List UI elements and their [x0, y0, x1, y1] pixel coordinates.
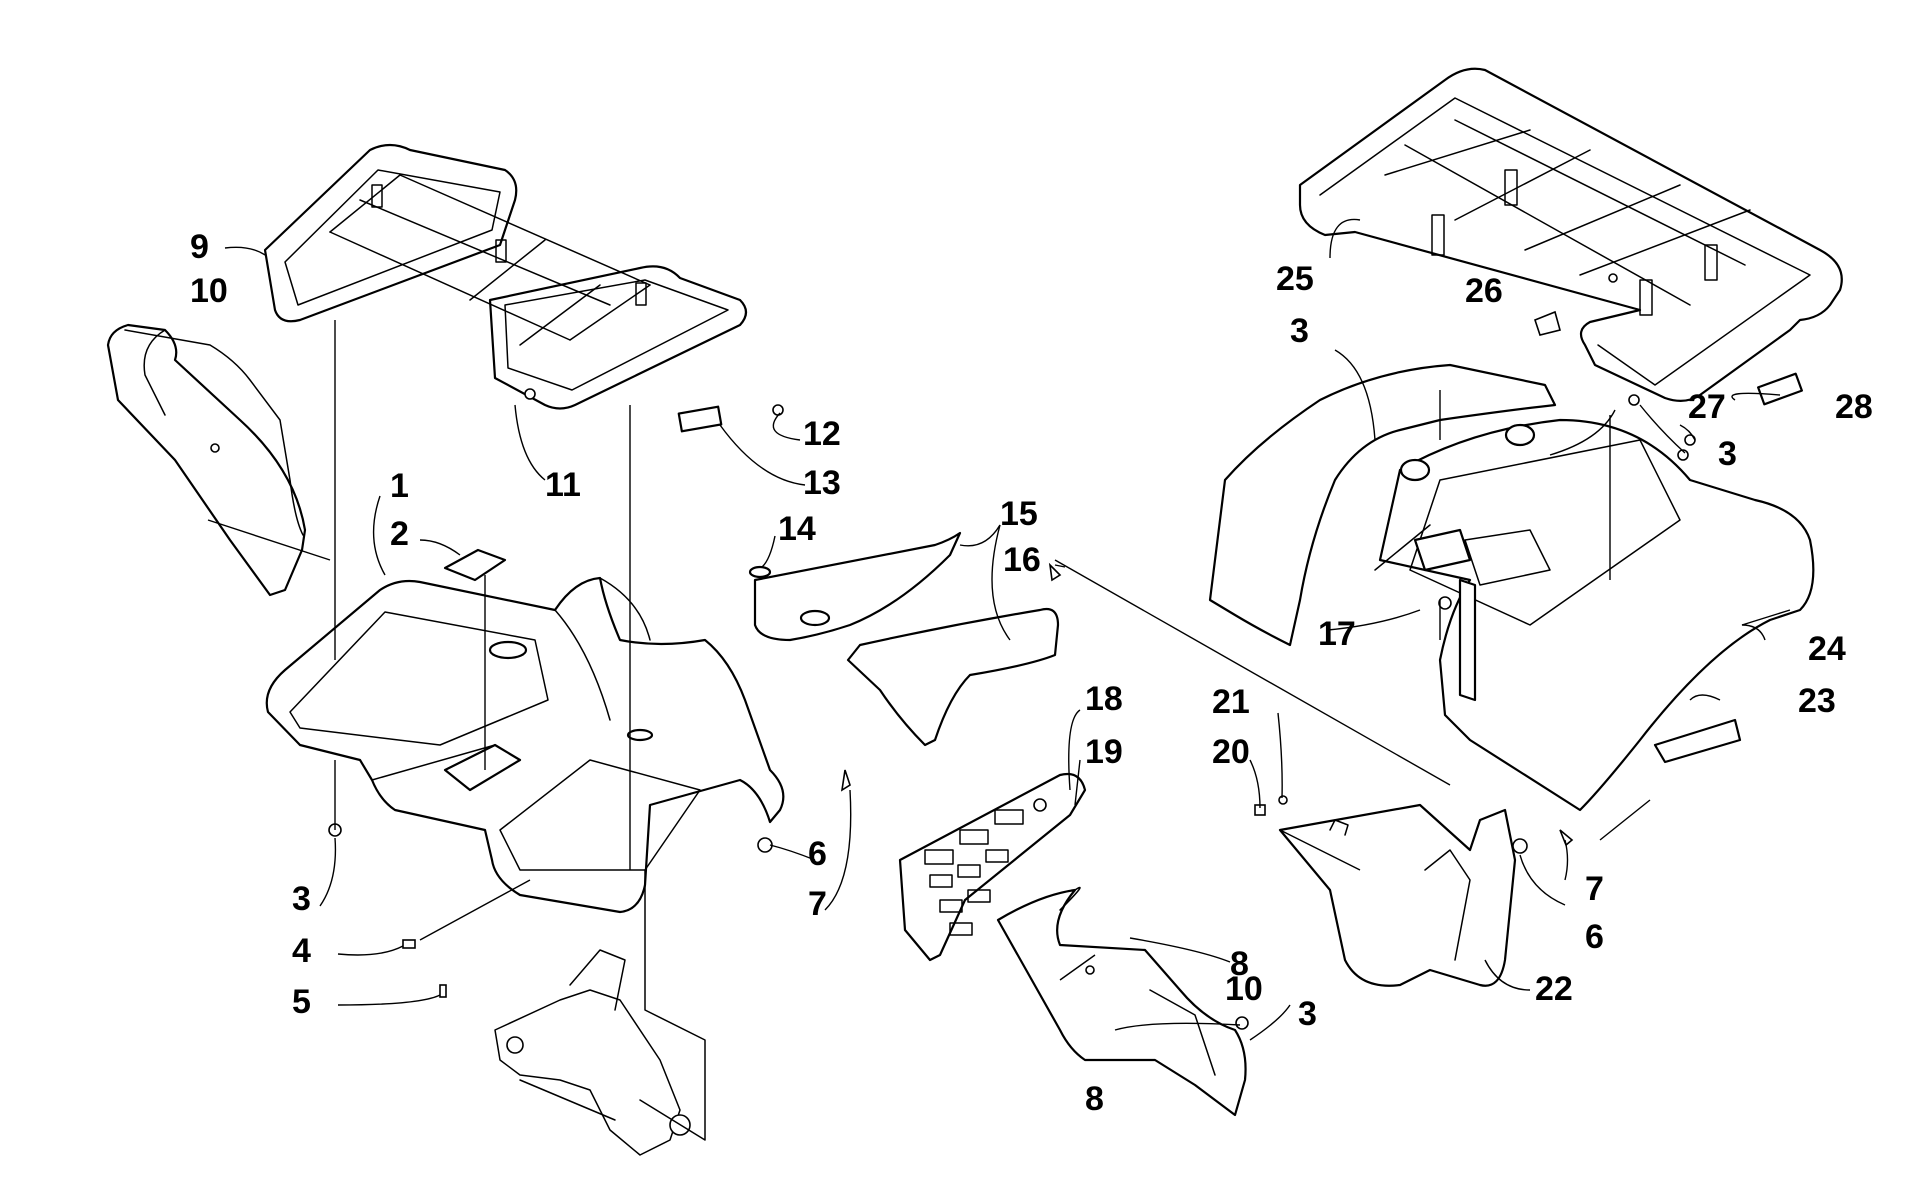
callout-7-left: 7: [808, 885, 827, 923]
front-fender: [265, 576, 785, 914]
callout-15: 15: [1000, 495, 1038, 533]
side-panel-left: [106, 323, 307, 597]
side-panel-right: [996, 886, 1247, 1117]
callout-17: 17: [1318, 615, 1356, 653]
decal: [1653, 718, 1742, 764]
callout-3-left: 3: [292, 880, 311, 918]
callout-11: 11: [545, 466, 581, 504]
callout-23: 23: [1798, 682, 1836, 720]
callout-10-right: 10: [1225, 970, 1263, 1008]
callout-26: 26: [1465, 272, 1503, 310]
callout-22: 22: [1535, 970, 1573, 1008]
callout-21: 21: [1212, 683, 1250, 721]
callout-5: 5: [292, 983, 311, 1021]
frame-section: [494, 869, 706, 1156]
callout-27: 27: [1688, 388, 1726, 426]
callout-14: 14: [778, 510, 816, 548]
callout-7-right: 7: [1585, 870, 1604, 908]
reflector-rear: [1757, 372, 1803, 406]
callout-3-rear-right: 3: [1718, 435, 1737, 473]
callout-24: 24: [1808, 630, 1846, 668]
ring: [748, 565, 772, 579]
callout-16: 16: [1003, 541, 1041, 579]
callout-18: 18: [1085, 680, 1123, 718]
hardware: [328, 273, 1696, 1030]
splash-guard: [1278, 803, 1517, 987]
callout-6-right: 6: [1585, 918, 1604, 956]
callout-9: 9: [190, 228, 209, 266]
leader-lines: [207, 320, 1651, 981]
callout-4: 4: [292, 932, 311, 970]
callout-3-rear-left: 3: [1290, 312, 1309, 350]
callout-12: 12: [803, 415, 841, 453]
callout-8-lower: 8: [1085, 1080, 1104, 1118]
callout-6-left: 6: [808, 835, 827, 873]
callout-labels: 9 10 1 2 11 12 13 14 15 16 3 4 5 6 7 18 …: [190, 228, 1873, 1118]
front-rack: [263, 143, 748, 410]
callout-2: 2: [390, 515, 409, 553]
access-cover: [443, 548, 507, 582]
callout-13: 13: [803, 464, 841, 502]
callout-leaders: [224, 218, 1791, 1041]
reflector-front: [677, 405, 723, 433]
callout-3-lower: 3: [1298, 995, 1317, 1033]
callout-8-upper: 8: [1230, 945, 1249, 983]
callout-19: 19: [1085, 733, 1123, 771]
callout-28: 28: [1835, 388, 1873, 426]
dash-panel: [898, 772, 1087, 962]
rear-fender: [1208, 363, 1815, 812]
rear-rack: [1298, 67, 1843, 402]
callout-25: 25: [1276, 260, 1314, 298]
side-covers: [753, 531, 1060, 747]
callout-10-left: 10: [190, 272, 228, 310]
callout-20: 20: [1212, 733, 1250, 771]
callout-1: 1: [390, 467, 409, 505]
